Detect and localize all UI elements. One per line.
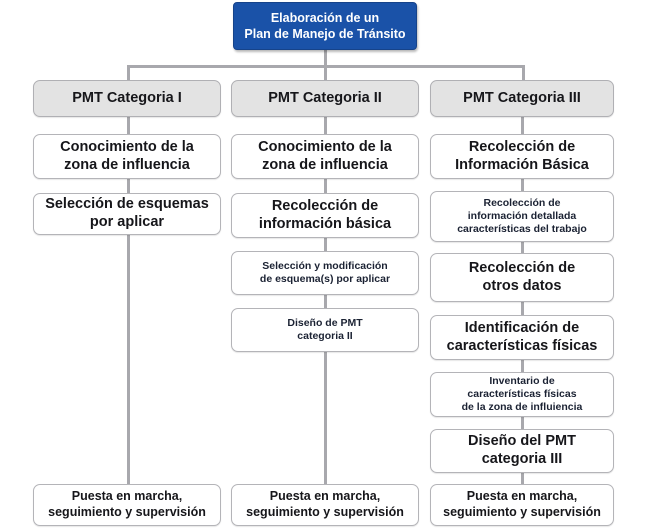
col2-step-3-line1: Selección y modificación	[262, 259, 388, 272]
col3-step-2-line3: características del trabajo	[457, 223, 587, 235]
col2-step-1: Conocimiento de la zona de influencia	[231, 134, 419, 179]
connector-drop-col3	[522, 65, 525, 80]
col3-step-3-line2: otros datos	[482, 277, 562, 294]
col1-step-1-line2: zona de influencia	[64, 156, 190, 173]
col2-step-4-line2: categoria II	[297, 330, 353, 342]
col2-step-2-line1: Recolección de	[271, 197, 379, 214]
connector-col3-step2-to-step3	[521, 241, 524, 254]
col2-step-1-line1: Conocimiento de la	[258, 138, 392, 155]
connector-col3-step5-to-step6	[521, 416, 524, 430]
col3-step-1-line1: Recolección de	[468, 138, 576, 155]
column-header-3-label: PMT Categoria III	[463, 89, 581, 106]
col1-terminal: Puesta en marcha, seguimiento y supervis…	[33, 484, 221, 526]
col2-step-4: Diseño de PMT categoria II	[231, 308, 419, 352]
col3-terminal: Puesta en marcha, seguimiento y supervis…	[430, 484, 614, 526]
col3-step-5-line3: de la zona de influiencia	[461, 401, 583, 414]
col2-step-2: Recolección de información básica	[231, 193, 419, 238]
col2-terminal: Puesta en marcha, seguimiento y supervis…	[231, 484, 419, 526]
connector-col3-step1-to-step2	[521, 178, 524, 192]
col3-step-6: Diseño del PMT categoria III	[430, 429, 614, 473]
column-header-1-label: PMT Categoria I	[72, 89, 182, 106]
col2-terminal-line2: seguimiento y supervisión	[246, 505, 404, 519]
col3-step-2-line2: información detallada	[467, 209, 577, 222]
col2-step-2-line2: información básica	[258, 215, 392, 232]
col2-step-3-line2: de esquema(s) por aplicar	[259, 273, 391, 285]
col2-step-4-line1: Diseño de PMT	[287, 316, 363, 329]
col3-step-2: Recolección de información detallada car…	[430, 191, 614, 242]
column-header-1: PMT Categoria I	[33, 80, 221, 117]
column-header-2: PMT Categoria II	[231, 80, 419, 117]
col3-step-1-line2: Información Básica	[455, 156, 589, 173]
col3-step-2-line1: Recolección de	[483, 196, 561, 209]
connector-drop-col2	[324, 65, 327, 80]
col3-terminal-line2: seguimiento y supervisión	[443, 505, 601, 519]
column-header-3: PMT Categoria III	[430, 80, 614, 117]
col3-step-5-line1: Inventario de	[489, 374, 555, 387]
col1-terminal-line2: seguimiento y supervisión	[48, 505, 206, 519]
connector-col3-step3-to-step4	[521, 302, 524, 316]
connector-col2-step1-to-step2	[324, 178, 327, 194]
connector-col3-step4-to-step5	[521, 360, 524, 373]
root-label-line2: Plan de Manejo de Tránsito	[244, 27, 406, 41]
root-label-line1: Elaboración de un	[270, 10, 380, 25]
connector-col2-step4-to-terminal	[324, 352, 327, 484]
connector-drop-col1	[127, 65, 130, 80]
col1-step-1: Conocimiento de la zona de influencia	[33, 134, 221, 179]
col3-step-5-line2: características físicas	[467, 388, 577, 400]
connector-col1-step2-to-terminal	[127, 234, 130, 484]
col2-step-3: Selección y modificación de esquema(s) p…	[231, 251, 419, 295]
connector-col2-header-to-step1	[324, 116, 327, 134]
connector-col1-header-to-step1	[127, 116, 130, 134]
connector-col3-step6-to-terminal	[521, 472, 524, 484]
col3-step-3-line1: Recolección de	[468, 259, 576, 276]
connector-col2-step3-to-step4	[324, 295, 327, 309]
col3-step-1: Recolección de Información Básica	[430, 134, 614, 179]
col3-step-6-line2: categoria III	[481, 451, 563, 467]
column-header-2-label: PMT Categoria II	[268, 89, 382, 106]
col1-step-2-line2: por aplicar	[89, 214, 165, 230]
col3-step-4: Identificación de características física…	[430, 315, 614, 360]
col3-step-5: Inventario de características físicas de…	[430, 372, 614, 417]
col3-step-4-line2: características físicas	[446, 337, 598, 354]
col2-step-1-line2: zona de influencia	[262, 156, 388, 173]
connector-col1-step1-to-step2	[127, 178, 130, 194]
root-node: Elaboración de un Plan de Manejo de Trán…	[233, 2, 417, 50]
col2-terminal-line1: Puesta en marcha,	[269, 489, 381, 504]
col3-step-4-line1: Identificación de	[464, 319, 580, 336]
col1-step-2-line1: Selección de esquemas	[45, 196, 209, 213]
connector-col3-header-to-step1	[521, 116, 524, 134]
col3-terminal-line1: Puesta en marcha,	[466, 489, 578, 504]
col1-terminal-line1: Puesta en marcha,	[71, 489, 183, 504]
col3-step-3: Recolección de otros datos	[430, 253, 614, 302]
col1-step-1-line1: Conocimiento de la	[60, 138, 194, 155]
connector-col2-step2-to-step3	[324, 238, 327, 252]
col3-step-6-line1: Diseño del PMT	[468, 433, 576, 450]
connector-root-stem	[324, 50, 327, 67]
col1-step-2: Selección de esquemas por aplicar	[33, 193, 221, 235]
